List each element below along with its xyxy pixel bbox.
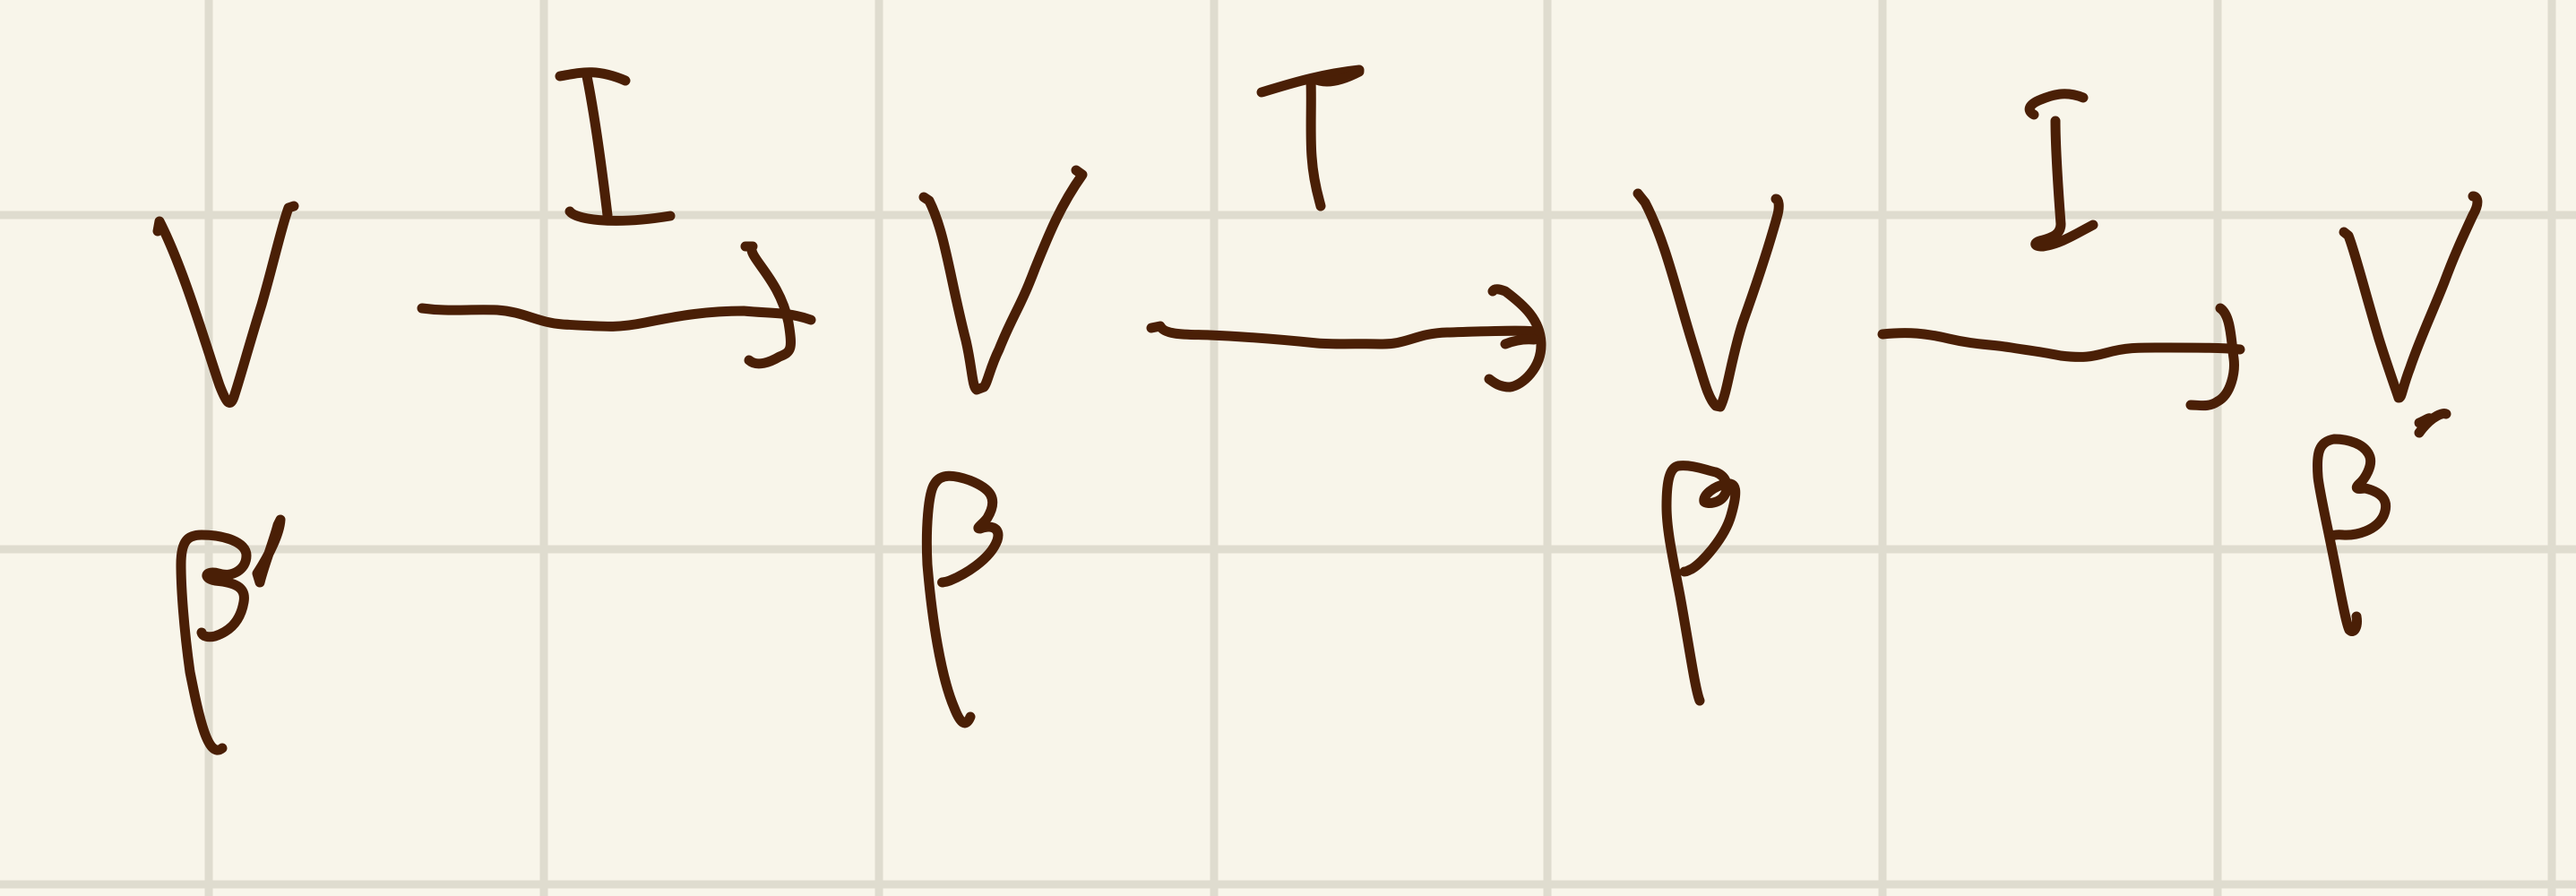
map-label-t xyxy=(1256,65,1365,211)
vector-space-v-4 xyxy=(2339,191,2483,403)
map-label-i-1 xyxy=(555,67,676,226)
rho-2 xyxy=(921,470,1004,728)
rho-prime-1 xyxy=(176,514,286,755)
arrow-2 xyxy=(1146,284,1546,392)
vector-space-v-3 xyxy=(1633,188,1784,412)
rho-3 xyxy=(1661,461,1741,706)
map-label-i-2 xyxy=(2024,89,2098,252)
rho-prime-2 xyxy=(2313,409,2451,636)
vector-space-v-2 xyxy=(918,165,1088,395)
vector-space-v-1 xyxy=(152,201,299,408)
arrow-3 xyxy=(1877,303,2245,411)
arrow-1 xyxy=(417,241,816,369)
